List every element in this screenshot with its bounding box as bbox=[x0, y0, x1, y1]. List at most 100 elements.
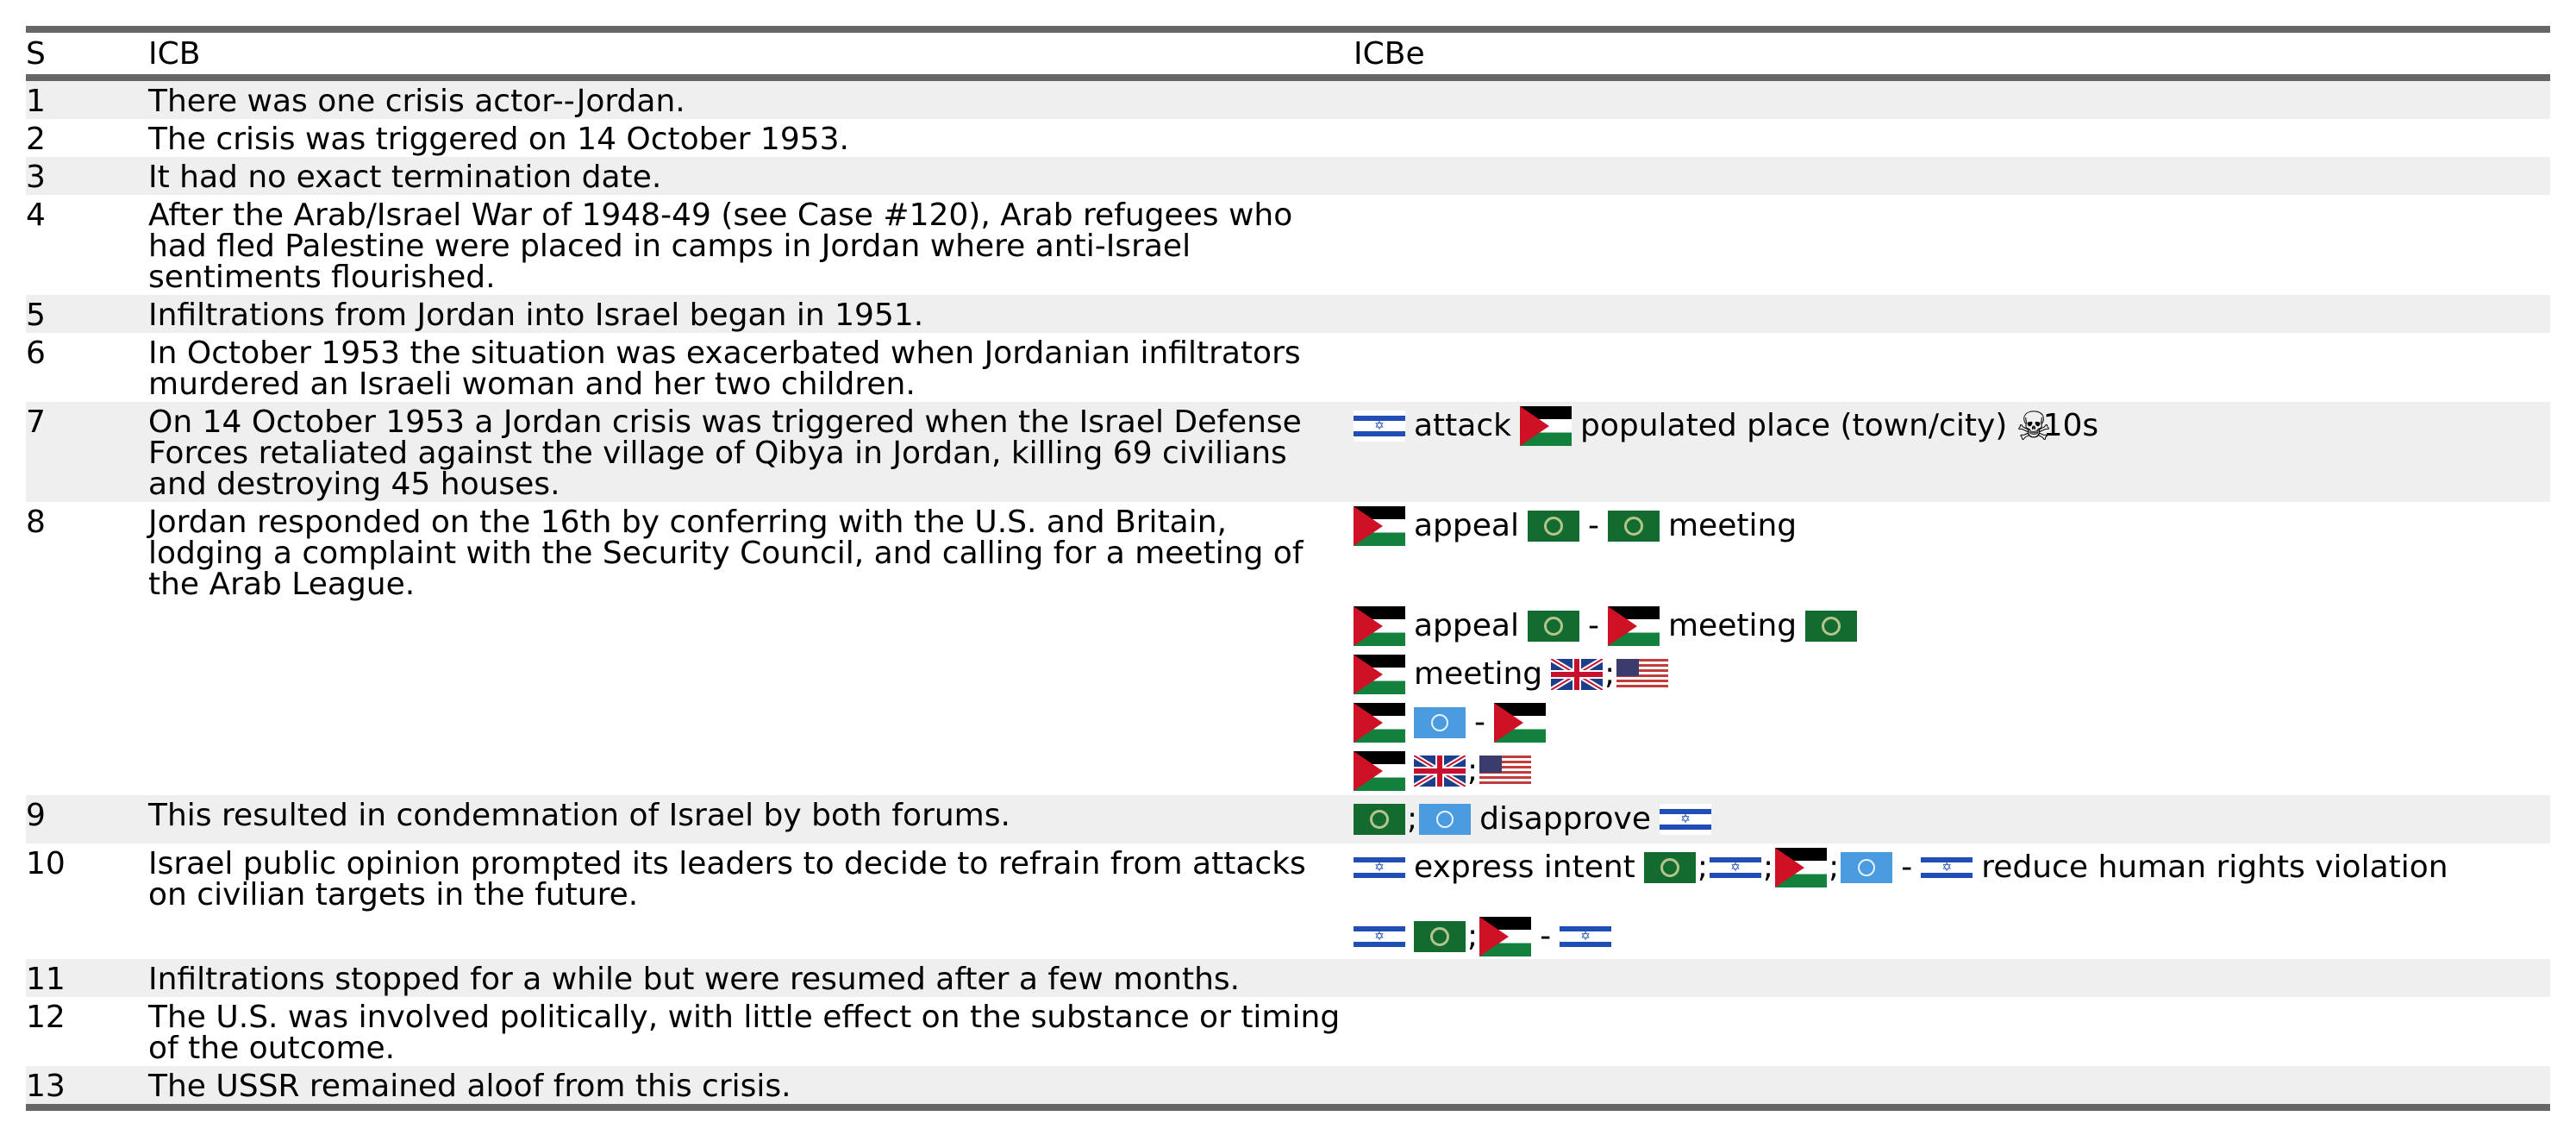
dash: - bbox=[1901, 850, 1913, 885]
separator: ; bbox=[1697, 850, 1708, 885]
icbe-cell bbox=[1354, 959, 2550, 997]
icb-text: The U.S. was involved politically, with … bbox=[148, 1000, 1341, 1066]
un-flag-icon bbox=[1841, 852, 1893, 883]
arab-league-flag-icon bbox=[1607, 511, 1660, 542]
icbe-cell bbox=[1354, 333, 2550, 402]
arab-league-flag-icon bbox=[1527, 511, 1579, 542]
event-verb: reduce human rights violation bbox=[1981, 850, 2448, 885]
un-flag-icon bbox=[1419, 804, 1472, 835]
table-row: 1 There was one crisis actor--Jordan. bbox=[26, 81, 2550, 119]
icb-text: This resulted in condemnation of Israel … bbox=[148, 798, 1010, 833]
icbe-cell: ; disapprove ✡ bbox=[1354, 795, 2550, 843]
icb-text: In October 1953 the situation was exacer… bbox=[148, 335, 1301, 402]
row-number: 13 bbox=[26, 1069, 66, 1104]
separator: ; bbox=[1467, 753, 1479, 788]
usa-flag-icon bbox=[1616, 659, 1669, 690]
icb-text: There was one crisis actor--Jordan. bbox=[148, 84, 685, 119]
jordan-flag-icon bbox=[1354, 751, 1405, 791]
row-number: 7 bbox=[26, 404, 46, 440]
usa-flag-icon bbox=[1479, 756, 1532, 787]
header-icb: ICB bbox=[148, 35, 201, 72]
event-verb: appeal bbox=[1414, 508, 1519, 543]
icb-text: Jordan responded on the 16th by conferri… bbox=[148, 505, 1304, 602]
jordan-flag-icon bbox=[1479, 917, 1532, 956]
table-row: 13 The USSR remained aloof from this cri… bbox=[26, 1066, 2550, 1104]
icbe-cell bbox=[1354, 157, 2550, 195]
event-verb: meeting bbox=[1667, 608, 1798, 643]
icbe-event: - bbox=[1354, 699, 2550, 747]
dash: - bbox=[1474, 705, 1485, 740]
arab-league-flag-icon bbox=[1354, 804, 1405, 835]
icbe-event: ; disapprove ✡ bbox=[1354, 795, 2550, 843]
row-number: 11 bbox=[26, 962, 66, 997]
uk-flag-icon bbox=[1414, 756, 1466, 787]
separator: ; bbox=[1762, 850, 1774, 885]
israel-flag-icon: ✡ bbox=[1354, 852, 1405, 883]
header-s: S bbox=[26, 35, 46, 72]
icb-text: It had no exact termination date. bbox=[148, 160, 662, 195]
row-number: 8 bbox=[26, 505, 46, 540]
icbe-cell: ✡ attack populated place (town/city) ☠ 1… bbox=[1354, 402, 2550, 502]
israel-flag-icon: ✡ bbox=[1921, 852, 1973, 883]
jordan-flag-icon bbox=[1494, 703, 1546, 743]
table-row: 10 Israel public opinion prompted its le… bbox=[26, 843, 2550, 959]
icb-text: After the Arab/Israel War of 1948-49 (se… bbox=[148, 198, 1293, 295]
icbe-cell bbox=[1354, 997, 2550, 1066]
jordan-flag-icon bbox=[1354, 606, 1405, 646]
separator: ; bbox=[1407, 801, 1418, 837]
event-verb: disapprove bbox=[1479, 801, 1652, 837]
icbe-event: ✡ ; - ✡ bbox=[1354, 912, 2550, 961]
table-row: 3 It had no exact termination date. bbox=[26, 157, 2550, 195]
separator: ; bbox=[1829, 850, 1840, 885]
israel-flag-icon: ✡ bbox=[1709, 852, 1761, 883]
table-row: 2 The crisis was triggered on 14 October… bbox=[26, 119, 2550, 157]
separator: ; bbox=[1604, 656, 1616, 692]
icb-text: Infiltrations stopped for a while but we… bbox=[148, 962, 1241, 997]
arab-league-flag-icon bbox=[1643, 852, 1696, 883]
event-verb: express intent bbox=[1414, 850, 1635, 885]
arab-league-flag-icon bbox=[1527, 611, 1579, 642]
separator: ; bbox=[1467, 919, 1479, 954]
uk-flag-icon bbox=[1551, 659, 1604, 690]
jordan-flag-icon bbox=[1775, 848, 1828, 887]
table-row: 9 This resulted in condemnation of Israe… bbox=[26, 795, 2550, 843]
row-number: 6 bbox=[26, 335, 46, 371]
icbe-cell: ✡ express intent ; ✡ ; ; - ✡ reduce huma… bbox=[1354, 843, 2550, 959]
icbe-cell bbox=[1354, 195, 2550, 295]
table-row: 6 In October 1953 the situation was exac… bbox=[26, 333, 2550, 402]
arab-league-flag-icon bbox=[1414, 921, 1466, 952]
row-number: 1 bbox=[26, 84, 46, 119]
icbe-cell bbox=[1354, 1066, 2550, 1104]
event-verb: meeting bbox=[1667, 508, 1798, 543]
event-verb: attack bbox=[1414, 408, 1511, 443]
un-flag-icon bbox=[1414, 707, 1466, 738]
arab-league-flag-icon bbox=[1805, 611, 1858, 642]
icbe-cell bbox=[1354, 119, 2550, 157]
jordan-flag-icon bbox=[1354, 703, 1405, 743]
icbe-event: appeal - meeting bbox=[1354, 502, 2550, 550]
table-row: 4 After the Arab/Israel War of 1948-49 (… bbox=[26, 195, 2550, 295]
table-top-rule bbox=[26, 26, 2550, 33]
dash: - bbox=[1540, 919, 1552, 954]
row-number: 3 bbox=[26, 160, 46, 195]
row-number: 9 bbox=[26, 798, 46, 833]
table-row: 5 Infiltrations from Jordan into Israel … bbox=[26, 295, 2550, 333]
icb-icbe-table: S ICB ICBe 1 There was one crisis actor-… bbox=[26, 26, 2550, 1111]
icb-text: The USSR remained aloof from this crisis… bbox=[148, 1069, 791, 1104]
icb-text: The crisis was triggered on 14 October 1… bbox=[148, 122, 849, 157]
jordan-flag-icon bbox=[1520, 406, 1572, 446]
row-number: 2 bbox=[26, 122, 46, 157]
israel-flag-icon: ✡ bbox=[1660, 804, 1712, 835]
icbe-event: meeting ; bbox=[1354, 650, 2550, 699]
row-number: 4 bbox=[26, 198, 46, 233]
icbe-event: appeal - meeting bbox=[1354, 602, 2550, 650]
table-row: 12 The U.S. was involved politically, wi… bbox=[26, 997, 2550, 1066]
table-row: 7 On 14 October 1953 a Jordan crisis was… bbox=[26, 402, 2550, 502]
table-row: 11 Infiltrations stopped for a while but… bbox=[26, 959, 2550, 997]
jordan-flag-icon bbox=[1354, 506, 1405, 546]
icb-text: Israel public opinion prompted its leade… bbox=[148, 846, 1306, 912]
icb-text: On 14 October 1953 a Jordan crisis was t… bbox=[148, 404, 1302, 502]
dash: - bbox=[1587, 508, 1599, 543]
israel-flag-icon: ✡ bbox=[1354, 921, 1405, 952]
jordan-flag-icon bbox=[1607, 606, 1660, 646]
